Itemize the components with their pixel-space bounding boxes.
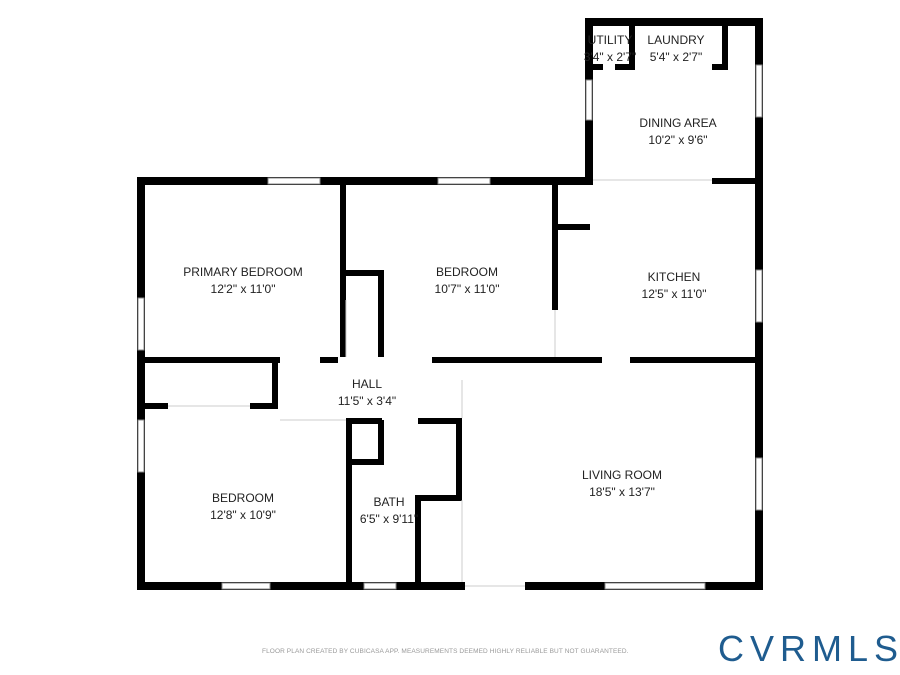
room-name: PRIMARY BEDROOM [183, 265, 303, 279]
room-bath: BATH 6'5" x 9'11" [360, 494, 418, 528]
room-dining-area: DINING AREA 10'2" x 9'6" [639, 115, 716, 149]
room-size: 6'5" x 9'11" [359, 512, 419, 526]
room-bedroom-2: BEDROOM 10'7" x 11'0" [435, 264, 500, 298]
room-name: DINING AREA [639, 116, 717, 130]
room-size: 12'2" x 11'0" [210, 282, 276, 296]
room-name: LIVING ROOM [581, 468, 663, 482]
room-size: 12'5" x 11'0" [641, 287, 707, 301]
room-name: BEDROOM [211, 491, 274, 505]
room-name: BEDROOM [435, 265, 499, 279]
room-size: 11'5" x 3'4" [337, 394, 397, 408]
room-name: UTILITY [587, 33, 633, 47]
room-kitchen: KITCHEN 12'5" x 11'0" [642, 269, 707, 303]
room-hall: HALL 11'5" x 3'4" [338, 376, 396, 410]
room-name: BATH [373, 495, 405, 509]
room-name: LAUNDRY [647, 33, 705, 47]
room-bedroom-3: BEDROOM 12'8" x 10'9" [210, 490, 276, 524]
room-size: 3'4" x 2'7" [583, 50, 637, 64]
footer-disclaimer: FLOOR PLAN CREATED BY CUBICASA APP. MEAS… [262, 648, 629, 655]
room-size: 10'2" x 9'6" [648, 133, 708, 147]
room-size: 10'7" x 11'0" [434, 282, 500, 296]
room-name: KITCHEN [647, 270, 701, 284]
cvrmls-logo: CVRMLS [718, 628, 900, 669]
room-living-room: LIVING ROOM 18'5" x 13'7" [582, 467, 662, 501]
room-size: 12'8" x 10'9" [210, 508, 276, 522]
windows [137, 64, 763, 590]
room-laundry: LAUNDRY 5'4" x 2'7" [647, 32, 704, 66]
room-name: HALL [351, 377, 383, 391]
room-size: 18'5" x 13'7" [589, 485, 655, 499]
room-size: 5'4" x 2'7" [649, 50, 703, 64]
openings [168, 179, 712, 587]
room-primary-bedroom: PRIMARY BEDROOM 12'2" x 11'0" [183, 264, 303, 298]
room-utility: UTILITY 3'4" x 2'7" [584, 32, 636, 66]
